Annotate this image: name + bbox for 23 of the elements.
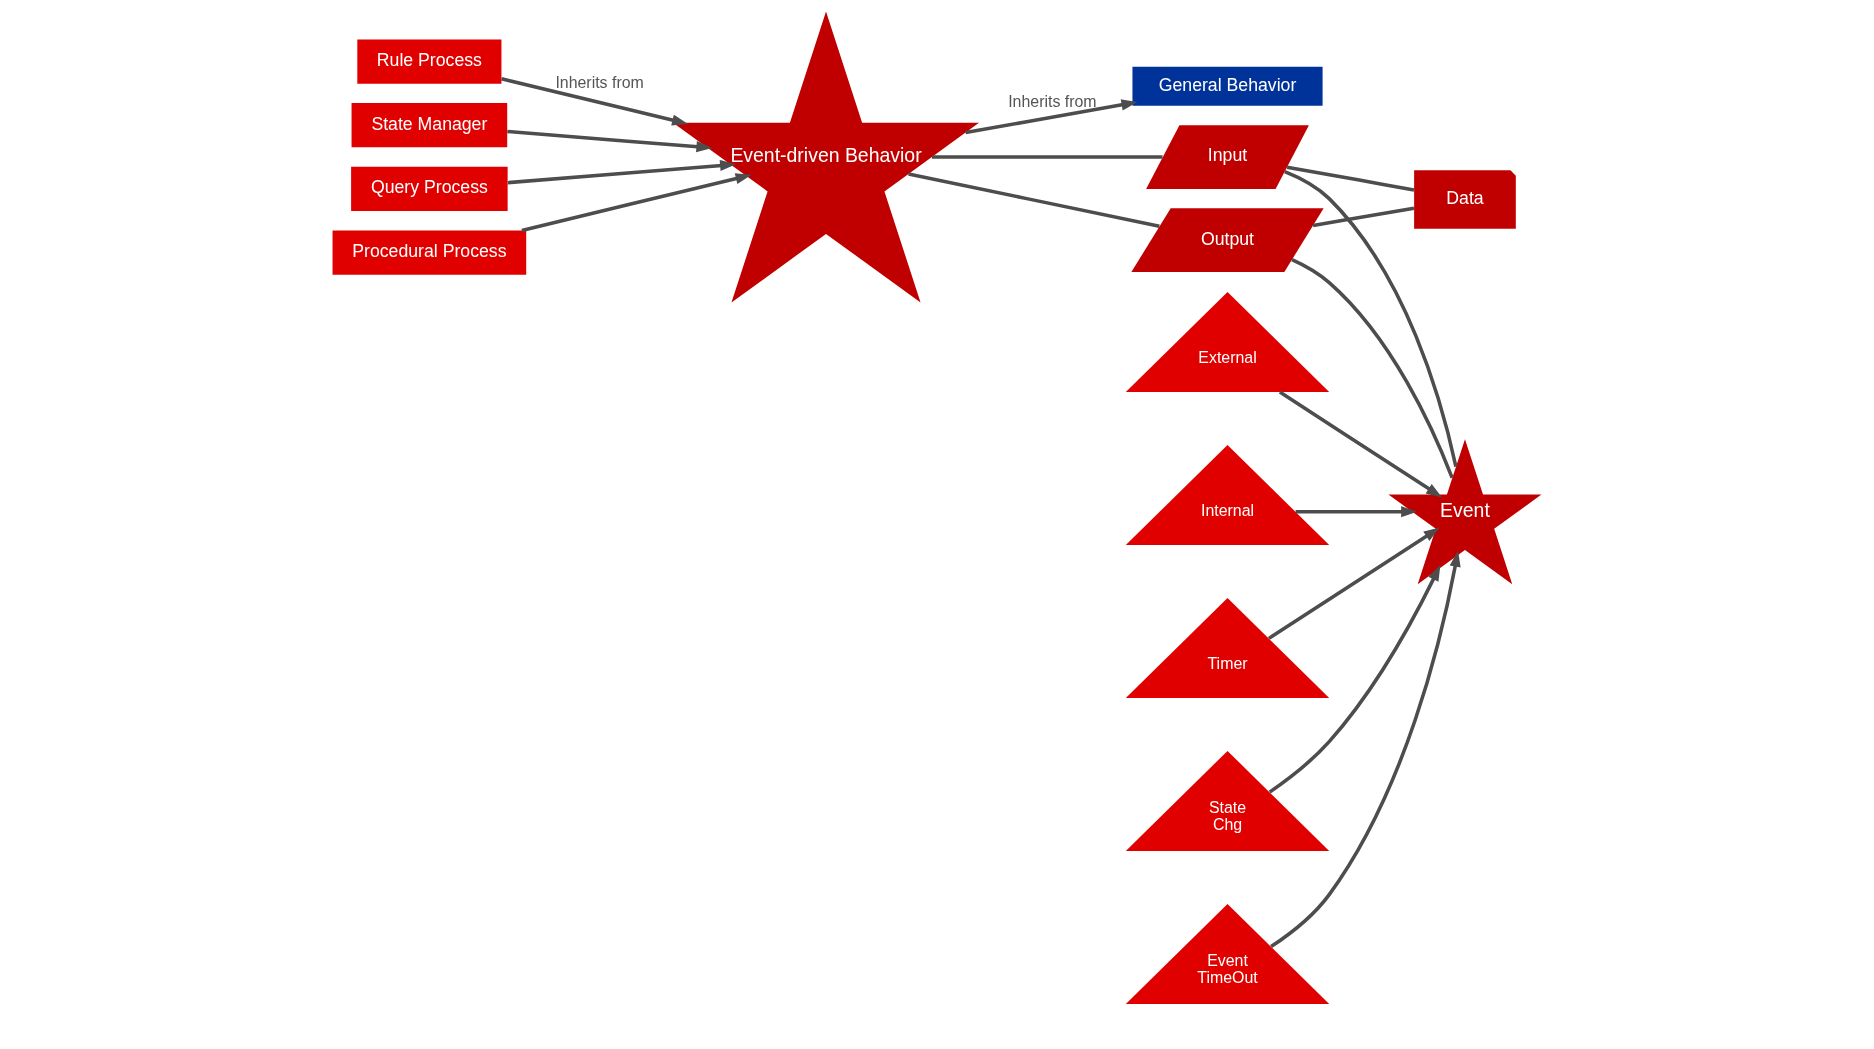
edge-label: Inherits from: [1008, 93, 1097, 111]
edge-label: Inherits from: [555, 73, 644, 91]
connector: [1286, 165, 1415, 192]
node-box: General Behavior: [1132, 66, 1323, 106]
arrow: [1270, 550, 1461, 949]
connector: [1312, 206, 1415, 228]
arrow: [507, 129, 713, 153]
arrow: [965, 99, 1138, 135]
arrow: [1295, 506, 1418, 518]
arrow: [1267, 527, 1440, 640]
arrow: [507, 159, 737, 185]
connector: [931, 155, 1163, 159]
arrow: [1268, 564, 1441, 794]
connector: [1291, 258, 1454, 479]
connector: [908, 172, 1160, 228]
node-box: Query Process: [351, 166, 508, 211]
arrow: [501, 77, 689, 126]
connector: [1284, 169, 1458, 468]
arrow: [1278, 390, 1443, 498]
node-box: Procedural Process: [332, 230, 527, 275]
node-box: State Manager: [351, 103, 508, 148]
node-box: Rule Process: [357, 39, 502, 84]
arrow: [521, 173, 752, 233]
